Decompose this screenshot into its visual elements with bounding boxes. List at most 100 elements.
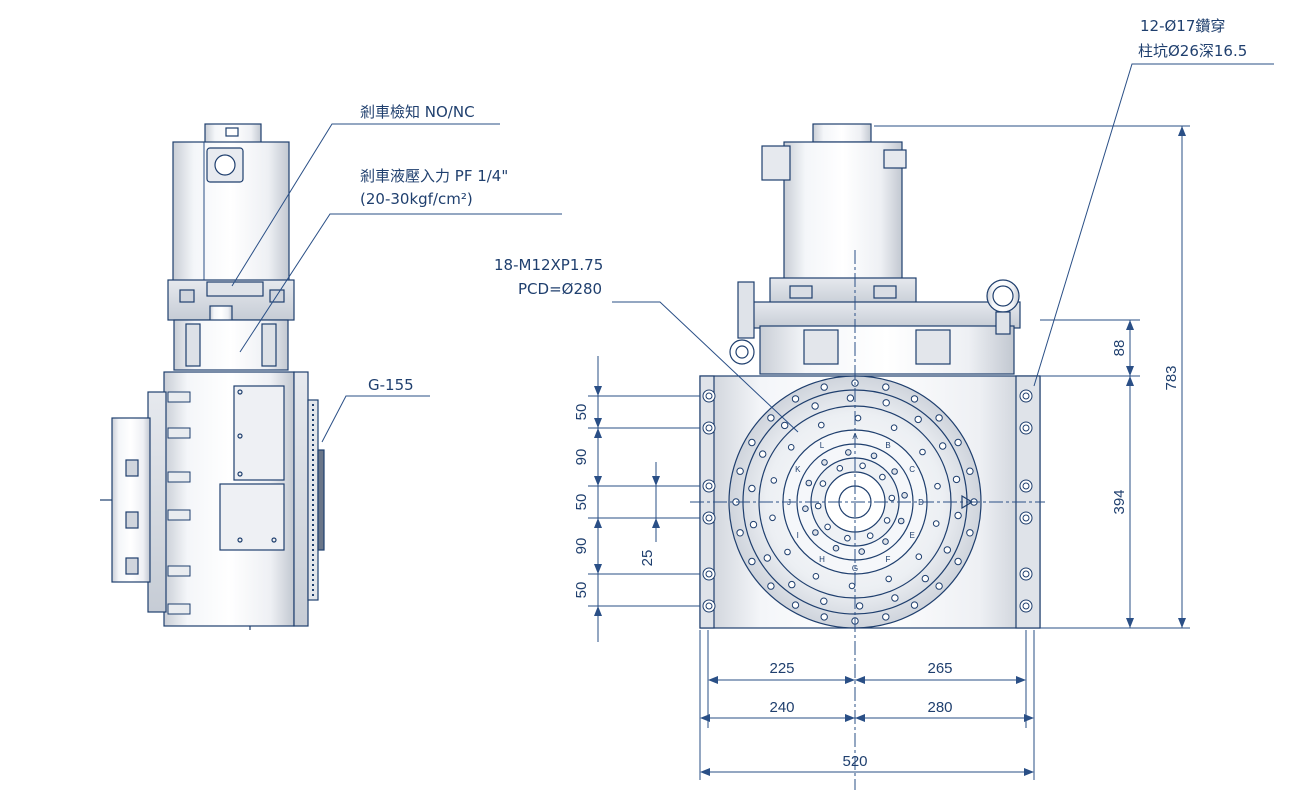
disc-hole <box>759 450 767 458</box>
ear-hole-left-inner <box>705 514 713 522</box>
side-rear-plate <box>111 417 151 583</box>
disc-hole <box>943 546 951 554</box>
disc-hole <box>749 520 758 529</box>
disc-hole <box>824 523 831 531</box>
disc-hole <box>910 601 919 609</box>
ear-hole-right-inner <box>1022 424 1030 432</box>
disc-hole <box>952 475 961 484</box>
ear-hole-left-inner <box>705 602 713 610</box>
ring-letter: K <box>795 465 801 474</box>
disc-hole <box>802 505 809 513</box>
dim-bottom-240: 240 <box>769 699 794 716</box>
callout-leaders <box>231 63 1274 443</box>
counterbore-label: 柱坑Ø26深16.5 <box>1138 42 1247 60</box>
dim-right-783: 783 <box>1163 365 1180 390</box>
disc-hole <box>736 529 744 537</box>
disc-hole <box>870 452 878 460</box>
brake-detect-label: 剎車檢知 NO/NC <box>360 103 475 121</box>
ear-bolt-holes <box>702 389 1033 613</box>
disc-hole <box>883 517 891 524</box>
dim-left-25: 25 <box>639 550 656 567</box>
dim-left-90b: 90 <box>573 538 590 555</box>
drill-hole-label: 12-Ø17鑽穿 <box>1140 17 1225 35</box>
disc-hole <box>966 467 974 475</box>
side-bolts <box>167 391 191 615</box>
disc-hole <box>767 414 775 422</box>
ear-hole-left-inner <box>705 392 713 400</box>
disc-hole <box>770 477 778 484</box>
m12-thread-label: 18-M12XP1.75 <box>494 256 603 274</box>
disc-hole <box>901 492 908 499</box>
dim-left-50b: 50 <box>573 494 590 511</box>
disc-hole <box>814 502 822 510</box>
ring-letter: B <box>885 441 890 450</box>
dim-right-88: 88 <box>1111 340 1128 357</box>
disc-hole <box>882 538 889 545</box>
disc-hole <box>784 548 791 556</box>
disc-hole <box>820 383 828 391</box>
front-top-cap <box>812 123 872 143</box>
disc-hole <box>791 601 800 609</box>
disc-hole <box>882 613 890 621</box>
ear-hole-right-inner <box>1022 482 1030 490</box>
disc-hole <box>844 534 851 542</box>
ring-letter: F <box>886 555 891 564</box>
disc-hole <box>819 480 827 487</box>
disc-hole <box>812 529 819 536</box>
disc-hole <box>748 557 756 566</box>
disc-hole <box>879 473 886 481</box>
dim-right-394: 394 <box>1111 489 1128 514</box>
disc-hole <box>885 575 893 583</box>
ring-letter: H <box>819 555 825 564</box>
disc-hole <box>855 602 864 610</box>
side-back-flange <box>147 391 167 613</box>
disc-hole <box>891 468 898 475</box>
ear-hole-right-inner <box>1022 514 1030 522</box>
side-face-plate <box>293 371 309 627</box>
disc-hole <box>954 438 962 447</box>
brake-input-label: 剎車液壓入力 PF 1/4" <box>360 167 508 185</box>
disc-hole <box>812 573 820 580</box>
disc-hole <box>805 479 813 487</box>
side-seal <box>317 449 325 551</box>
disc-hole <box>791 395 800 403</box>
disc-hole <box>858 548 866 555</box>
disc-hole <box>821 459 828 466</box>
ear-hole-left-inner <box>705 482 713 490</box>
disc-hole <box>890 424 898 432</box>
disc-hole <box>811 402 819 410</box>
disc-hole <box>820 613 828 621</box>
ring-letter: L <box>820 441 825 450</box>
disc-hole <box>820 597 828 605</box>
disc-hole <box>836 465 844 472</box>
disc-hole <box>934 482 941 490</box>
dim-left-50a: 50 <box>573 404 590 421</box>
disc-hole <box>954 557 962 566</box>
disc-hole <box>854 414 862 422</box>
disc-hole <box>763 554 771 562</box>
brake-pressure-label: (20-30kgf/cm²) <box>360 190 473 208</box>
disc-hole <box>846 394 855 402</box>
disc-hole <box>891 594 899 602</box>
disc-hole <box>921 574 929 583</box>
disc-hole <box>832 544 840 552</box>
side-view <box>100 123 325 630</box>
front-neck <box>759 325 1015 375</box>
ring-letter: C <box>909 465 915 474</box>
front-brake-valve <box>737 281 755 339</box>
disc-hole <box>736 467 744 475</box>
disc-hole <box>845 449 852 456</box>
dim-left-90a: 90 <box>573 449 590 466</box>
front-motor-body <box>783 141 903 281</box>
disc-hole <box>748 484 756 493</box>
dim-left-50c: 50 <box>573 582 590 599</box>
disc-hole <box>787 444 795 451</box>
disc-hole <box>859 462 866 470</box>
disc-hole <box>935 582 943 590</box>
disc-hole <box>781 421 789 430</box>
dimension-lines <box>588 125 1190 780</box>
ear-hole-right-inner <box>1022 570 1030 578</box>
disc-hole <box>954 511 962 520</box>
